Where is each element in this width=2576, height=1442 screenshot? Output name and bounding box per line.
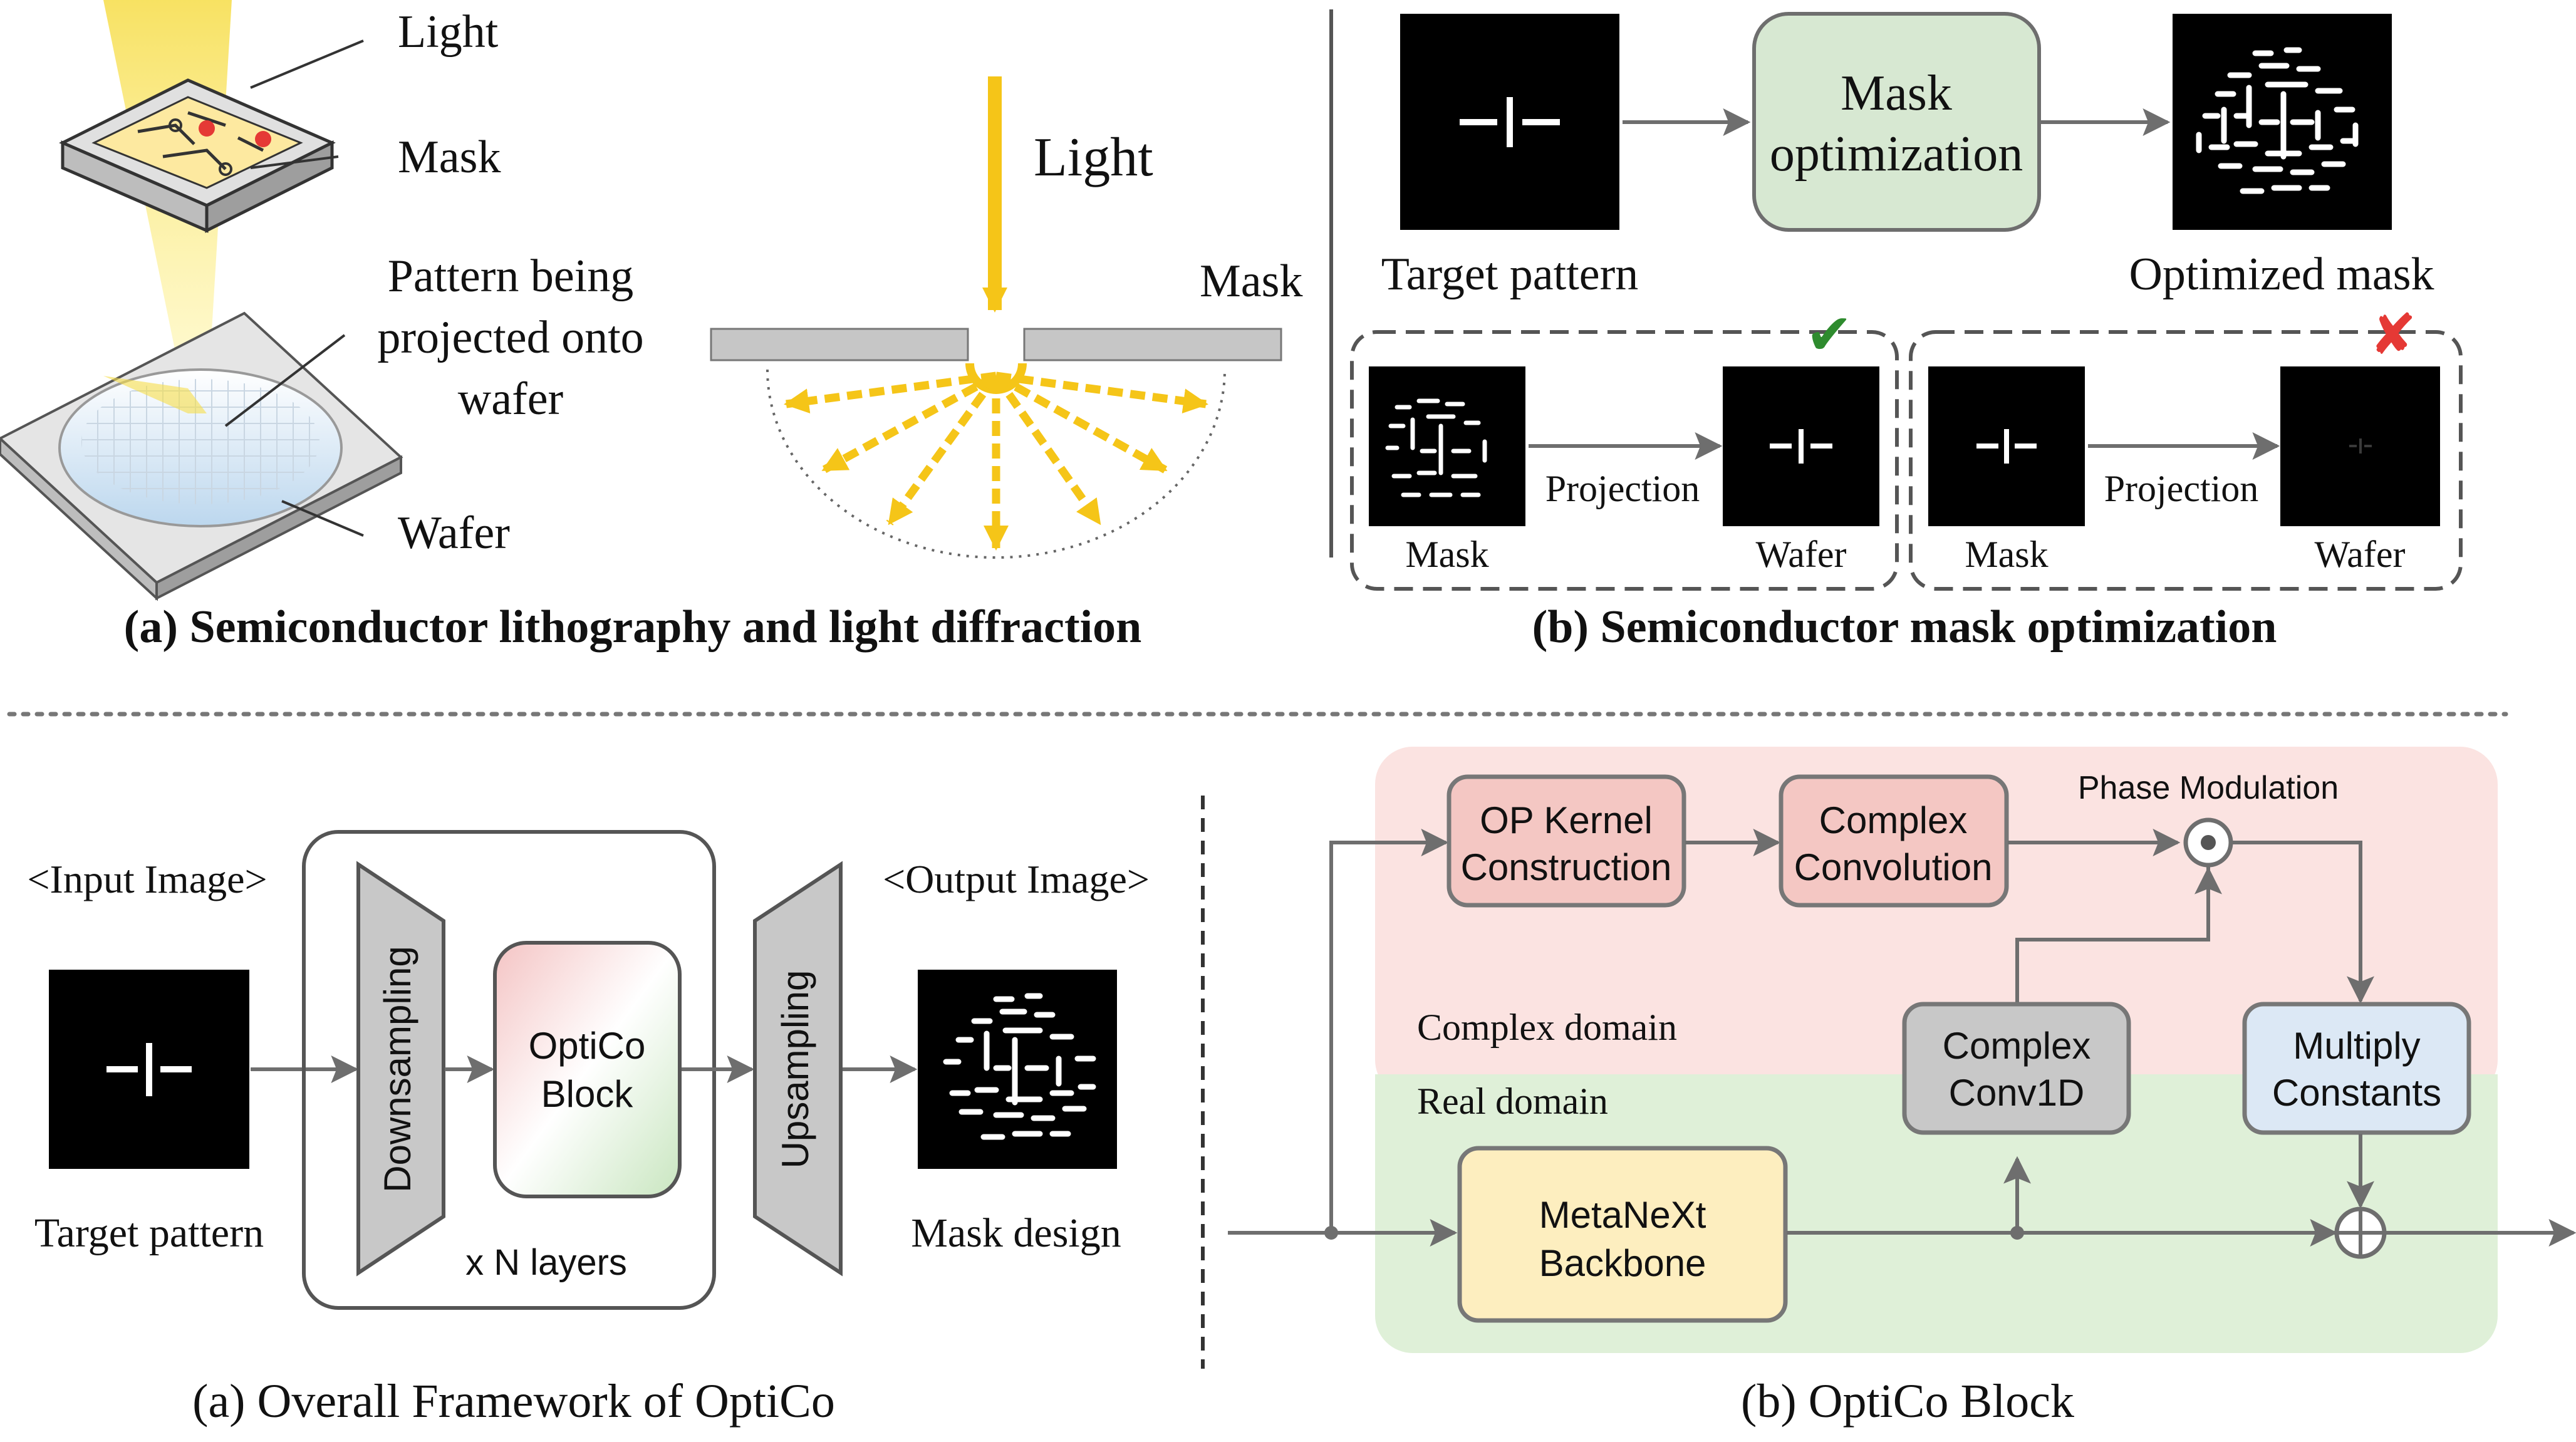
- mask-optimization-line1: Mask: [1841, 66, 1952, 121]
- phase-modulation-label: Phase Modulation: [2078, 770, 2339, 806]
- wafer-label: Wafer: [398, 507, 510, 559]
- downsampling-block: [356, 861, 445, 1277]
- cross-mark-icon: ✘: [2369, 302, 2416, 368]
- light-label: Light: [398, 6, 499, 58]
- bad-projection-label: Projection: [2104, 468, 2259, 509]
- diffraction-light-label: Light: [1034, 127, 1153, 188]
- multiply-constants-line2: Constants: [2272, 1072, 2441, 1114]
- complex-conv1d-box[interactable]: [1902, 1002, 2131, 1135]
- mask-plate-right: [1023, 328, 1282, 361]
- good-example-box: [1350, 330, 1899, 591]
- check-mark-icon: ✔: [1805, 302, 1852, 368]
- good-mask-label: Mask: [1405, 534, 1488, 575]
- complex-conv1d-line1: Complex: [1943, 1025, 2091, 1067]
- complex-conv1d-line2: Conv1D: [1949, 1072, 2085, 1114]
- optico-block[interactable]: [493, 941, 682, 1198]
- complex-convolution-line1: Complex: [1819, 799, 1968, 841]
- target-pattern-label-bottom: Target pattern: [34, 1210, 264, 1256]
- mask-label: Mask: [398, 132, 501, 183]
- good-wafer-label: Wafer: [1755, 534, 1846, 575]
- bad-mask-label: Mask: [1965, 534, 2048, 575]
- metanext-line1: MetaNeXt: [1539, 1194, 1706, 1236]
- bottom-panel-b: Complex domain Real domain OP Kernel Con…: [1228, 747, 2576, 1428]
- real-domain-label: Real domain: [1417, 1081, 1608, 1122]
- upsampling-label: Upsampling: [774, 970, 816, 1169]
- bottom-b-caption: (b) OptiCo Block: [1741, 1375, 2074, 1428]
- mask-optimization-line2: optimization: [1770, 127, 2023, 182]
- pattern-label-2: projected onto: [377, 312, 643, 363]
- diffraction-mask-label: Mask: [1200, 256, 1302, 307]
- output-mask-pattern: [943, 993, 1096, 1140]
- pattern-label-3: wafer: [458, 373, 563, 425]
- target-pattern-label: Target pattern: [1381, 249, 1639, 300]
- optimized-mask-pattern: [2196, 47, 2359, 194]
- complex-convolution-box[interactable]: [1779, 774, 2009, 908]
- optico-block-line1: OptiCo: [529, 1025, 646, 1067]
- bad-wafer-label: Wafer: [2314, 534, 2405, 575]
- mask-plate-left: [710, 328, 969, 361]
- top-a-caption: (a) Semiconductor lithography and light …: [124, 601, 1142, 653]
- op-kernel-box[interactable]: [1446, 774, 1686, 908]
- top-panel-a: Light Mask Pattern being projected onto …: [0, 0, 1302, 653]
- n-layers-label: x N layers: [465, 1242, 627, 1283]
- top-b-caption: (b) Semiconductor mask optimization: [1532, 601, 2277, 653]
- op-kernel-line2: Construction: [1461, 846, 1672, 888]
- bottom-a-caption: (a) Overall Framework of OptiCo: [192, 1375, 835, 1428]
- bottom-panel-a: <Input Image> <Output Image> Target patt…: [27, 830, 1150, 1428]
- diffraction-rays: [784, 371, 1208, 551]
- mask-design-label: Mask design: [911, 1210, 1121, 1256]
- metanext-line2: Backbone: [1539, 1242, 1706, 1284]
- optico-block-line2: Block: [541, 1073, 634, 1115]
- add-node: [2334, 1206, 2387, 1259]
- optimized-mask-label: Optimized mask: [2129, 249, 2434, 300]
- downsampling-label: Downsampling: [377, 946, 418, 1193]
- complex-convolution-line2: Convolution: [1794, 846, 1993, 888]
- pattern-label-1: Pattern being: [388, 251, 634, 302]
- op-kernel-line1: OP Kernel: [1480, 799, 1653, 841]
- bad-example-box: [1909, 330, 2463, 591]
- multiply-constants-line1: Multiply: [2293, 1025, 2420, 1067]
- output-image-label: <Output Image>: [883, 857, 1150, 901]
- complex-domain-label: Complex domain: [1417, 1007, 1677, 1048]
- mask-optimization-box: [1752, 12, 2041, 232]
- input-image-label: <Input Image>: [27, 857, 267, 901]
- good-projection-label: Projection: [1545, 468, 1700, 509]
- top-panel-b: Target pattern Mask optimization Optimiz…: [1350, 12, 2463, 653]
- upsampling-block: [753, 861, 843, 1277]
- multiply-constants-box[interactable]: [2242, 1002, 2471, 1135]
- metanext-backbone-box[interactable]: [1457, 1146, 1788, 1323]
